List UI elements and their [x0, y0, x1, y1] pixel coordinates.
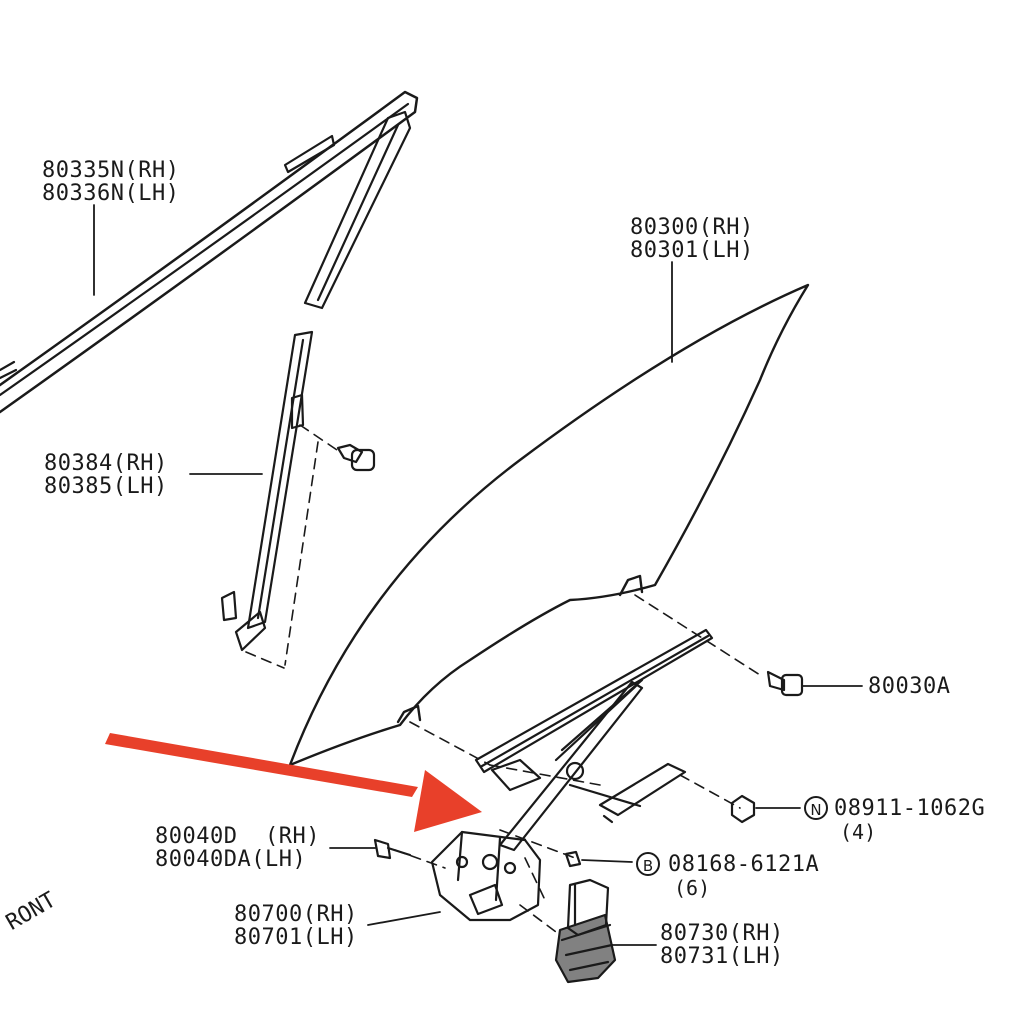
label-sash-lh: 80385(LH) — [44, 474, 168, 499]
label-bracket-bolt-lh: 80040DA(LH) — [155, 847, 307, 872]
label-regulator-rh: 80700(RH) — [234, 902, 358, 927]
sash-upper — [303, 110, 412, 310]
label-glass-lh: 80301(LH) — [630, 238, 754, 263]
red-arrow — [105, 733, 482, 832]
label-moulding-rh: 80335N(RH) — [42, 158, 180, 183]
door-glass-shape — [288, 283, 810, 767]
label-screw-qty: (6) — [674, 876, 711, 900]
label-glass-rh: 80300(RH) — [630, 215, 754, 240]
door-moulding — [0, 90, 419, 414]
sash-bolt-shape — [336, 443, 376, 472]
sash-lower — [220, 330, 314, 652]
label-bolt: 80030A — [868, 674, 951, 699]
label-motor-rh: 80730(RH) — [660, 921, 784, 946]
regulator-base — [430, 830, 542, 922]
label-motor-lh: 80731(LH) — [660, 944, 784, 969]
label-bracket-bolt-rh: 80040D (RH) — [155, 824, 320, 849]
label-nut-qty: (4) — [840, 820, 877, 844]
nut-symbol: N — [804, 796, 828, 820]
fasteners — [373, 670, 804, 868]
regulator-rails — [474, 628, 714, 852]
screw-symbol: B — [636, 852, 660, 876]
label-moulding-lh: 80336N(LH) — [42, 181, 180, 206]
leader-lines — [93, 204, 863, 946]
label-regulator-lh: 80701(LH) — [234, 925, 358, 950]
label-screw: 08168-6121A — [668, 852, 820, 877]
motor-shape — [554, 878, 617, 984]
label-nut: 08911-1062G — [834, 796, 986, 821]
label-sash-rh: 80384(RH) — [44, 451, 168, 476]
